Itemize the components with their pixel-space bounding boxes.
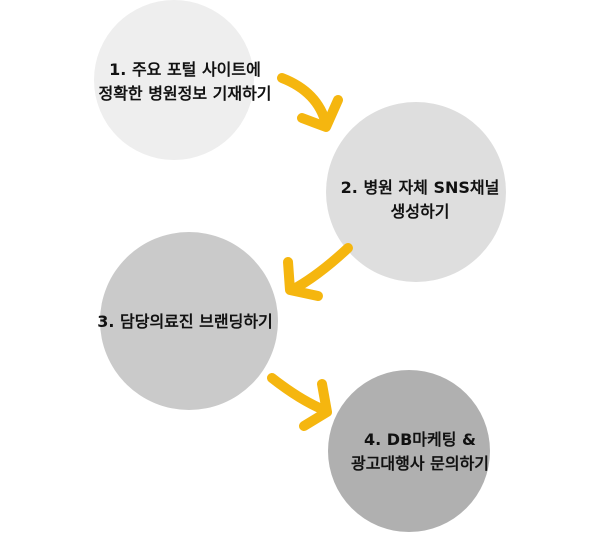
step-3-label: 3. 담당의료진 브랜딩하기 (40, 310, 330, 334)
arrow-1-to-2-head (297, 95, 343, 132)
arrow-3-to-4-head (299, 379, 332, 431)
step-2-label: 2. 병원 자체 SNS채널 생성하기 (300, 176, 540, 224)
step-1-label: 1. 주요 포털 사이트에 정확한 병원정보 기재하기 (55, 58, 315, 106)
step-2-line-2: 생성하기 (390, 202, 450, 221)
step-2-circle (326, 102, 506, 282)
step-4-line-2: 광고대행사 문의하기 (350, 454, 490, 473)
arrow-3-to-4 (267, 373, 329, 415)
step-3-circle (100, 232, 278, 410)
step-3-line-1: 3. 담당의료진 브랜딩하기 (97, 312, 273, 331)
step-1-line-2: 정확한 병원정보 기재하기 (98, 84, 272, 103)
step-2-line-1: 2. 병원 자체 SNS채널 (340, 178, 500, 197)
step-4-circle (328, 370, 490, 532)
step-4-label: 4. DB마케팅 & 광고대행사 문의하기 (300, 428, 540, 476)
arrow-1-to-2 (277, 73, 331, 129)
arrow-2-to-3-head (283, 257, 323, 301)
step-1-line-1: 1. 주요 포털 사이트에 (109, 60, 261, 79)
arrow-2-to-3 (287, 243, 353, 295)
step-1-circle (94, 0, 254, 160)
step-4-line-1: 4. DB마케팅 & (364, 430, 476, 449)
